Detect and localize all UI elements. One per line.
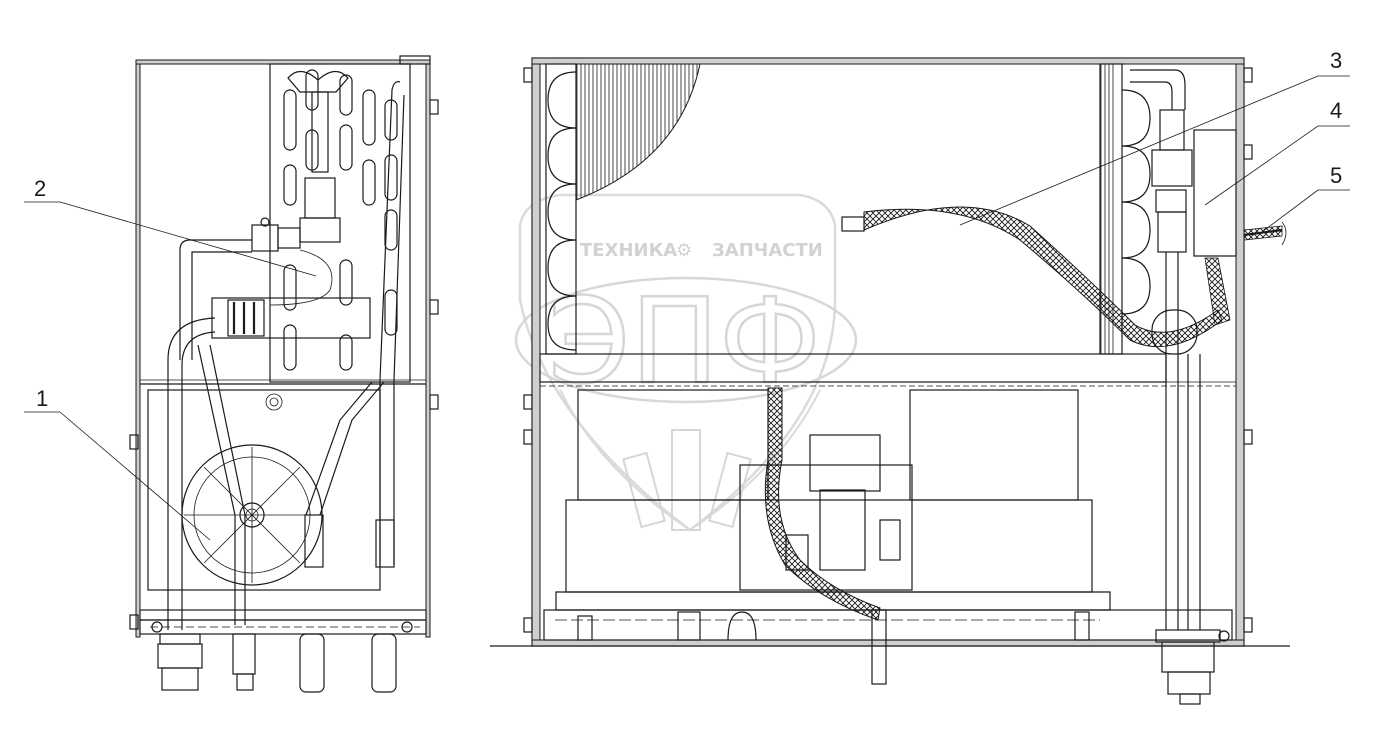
callout-label-2: 2 (34, 176, 46, 201)
callout-5: 5 (1261, 163, 1350, 233)
callout-2: 2 (24, 176, 317, 277)
watermark-text-right: ЗАПЧАСТИ (712, 240, 823, 261)
callout-3: 3 (959, 48, 1350, 226)
callout-label-4: 4 (1330, 98, 1342, 123)
callout-4: 4 (1204, 98, 1350, 206)
left-side-view (129, 55, 439, 693)
watermark-text-left: ТЕХНИКА (580, 240, 677, 261)
watermark-gear-icon: ⚙ (676, 240, 692, 261)
watermark: ТЕХНИКА ⚙ ЗАПЧАСТИ ЭПФ (514, 193, 858, 532)
callout-label-5: 5 (1330, 163, 1342, 188)
callout-1: 1 (24, 386, 211, 541)
callout-label-1: 1 (36, 386, 48, 411)
callout-label-3: 3 (1330, 48, 1342, 73)
right-front-view (490, 57, 1290, 705)
